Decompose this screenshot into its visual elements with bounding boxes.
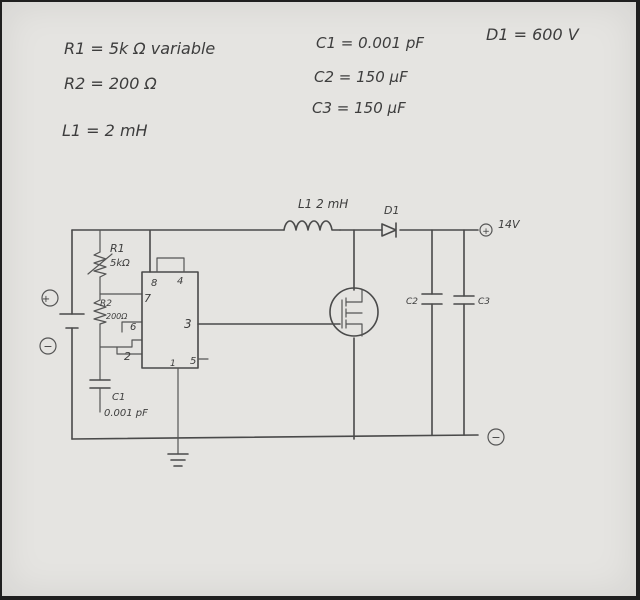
note-c3: C3 = 150 μF [312, 99, 406, 117]
output-voltage-label: 14V [498, 218, 521, 231]
pin7-label: 7 [144, 292, 151, 305]
pin5-label: 5 [190, 356, 196, 367]
d1-label: D1 [384, 204, 399, 217]
l1-inductor [283, 220, 341, 231]
l1-label: L1 2 mH [298, 197, 348, 211]
r1-value-label: 5kΩ [110, 258, 130, 269]
pin6-label: 6 [130, 322, 136, 333]
divider-wire [99, 229, 143, 413]
battery-plus-marker [41, 289, 59, 307]
pin4-label: 4 [177, 276, 183, 287]
pin6-wire [121, 321, 143, 333]
c1-value-label: 0.001 pF [104, 408, 148, 419]
bottom-rail-wire [71, 434, 479, 440]
note-c2: C2 = 150 μF [314, 68, 408, 86]
c2-capacitor [421, 293, 443, 305]
pin3-label: 3 [184, 317, 192, 331]
r2-label: R2 [100, 299, 112, 309]
c3-label: C3 [478, 297, 490, 307]
note-l1: L1 = 2 mH [62, 121, 148, 140]
pin2-label: 2 [124, 350, 131, 363]
top-rail-wire [71, 229, 479, 273]
battery-minus-marker [39, 337, 57, 355]
mosfet-internals [341, 289, 363, 337]
note-c1: C1 = 0.001 pF [316, 34, 424, 52]
battery-symbol [59, 313, 85, 329]
mosfet-q1 [329, 287, 379, 337]
r1-label: R1 [110, 242, 125, 255]
battery-minus-sign: − [43, 340, 52, 353]
positive-output-terminal [479, 223, 493, 237]
pin1-label: 1 [170, 359, 176, 369]
negative-output-terminal [487, 428, 505, 446]
pin8-label: 8 [151, 278, 157, 289]
d1-diode [381, 222, 397, 238]
r2-value-label: 200Ω [106, 312, 128, 321]
c1-label: C1 [112, 392, 125, 403]
note-r2: R2 = 200 Ω [64, 74, 158, 93]
battery-plus-sign: + [42, 294, 50, 305]
note-r1: R1 = 5k Ω variable [64, 39, 215, 58]
r2-resistor [93, 299, 107, 325]
output-plus-sign: + [482, 227, 490, 237]
output-minus-sign: − [491, 431, 500, 444]
c2-label: C2 [406, 297, 418, 307]
r1-resistor [87, 251, 113, 278]
pin2-wire [116, 346, 143, 355]
c3-capacitor [453, 295, 475, 305]
ic-555-body [141, 271, 199, 369]
note-d1: D1 = 600 V [486, 25, 580, 44]
ground-symbol [167, 453, 189, 467]
c1-capacitor [89, 379, 111, 389]
pin8-pin4-wire [156, 257, 185, 273]
